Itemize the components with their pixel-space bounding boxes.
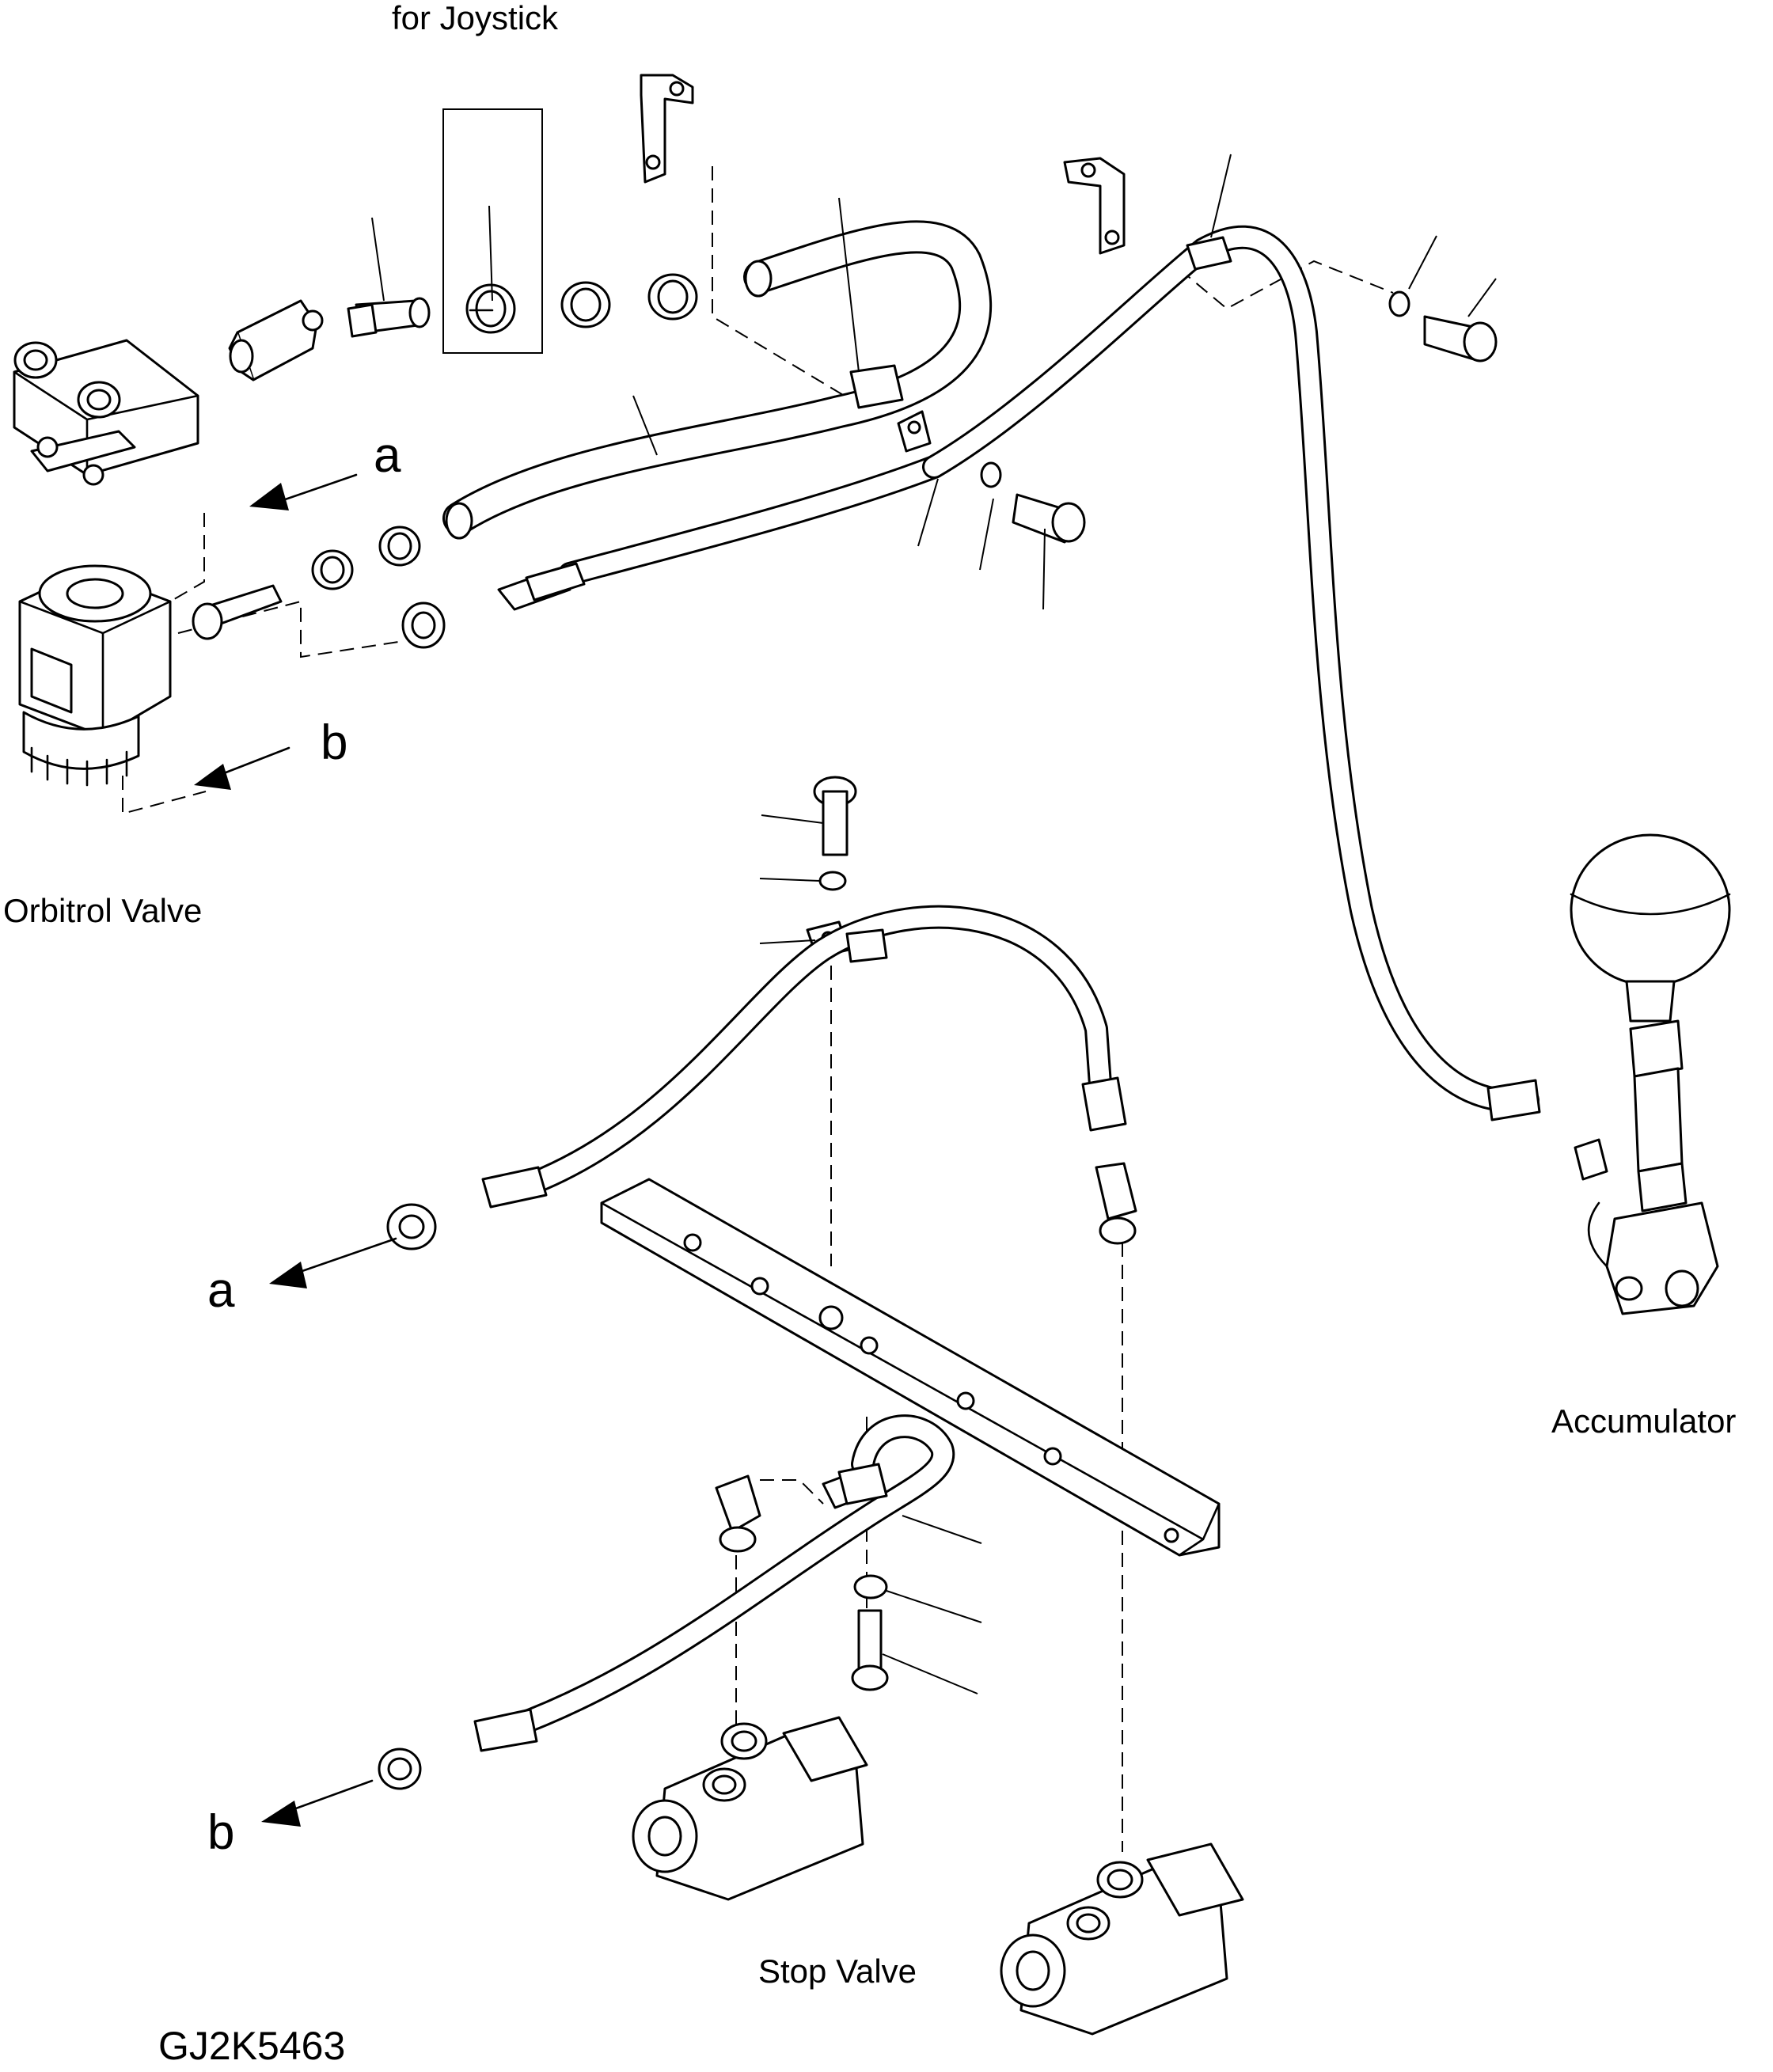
label-accumulator: Accumulator: [1551, 1402, 1737, 1440]
fitting-mid: [1095, 1162, 1137, 1245]
marker-b-bottom: b: [207, 1805, 235, 1860]
orbitrol-valve: [18, 564, 172, 787]
label-stop-valve: Stop Valve: [758, 1952, 917, 1990]
bolt-top-1: [1012, 493, 1086, 544]
adapter-fitting: [228, 299, 324, 381]
fitting-a-bottom: [386, 1203, 437, 1250]
bracket-left: [640, 74, 694, 184]
label-orbitrol-valve: Orbitrol Valve: [3, 892, 203, 929]
fitting-a: [192, 584, 283, 640]
accumulator: [1570, 833, 1731, 1315]
manifold-block: [13, 339, 199, 486]
clamp-pair: [311, 526, 421, 590]
long-hose-accumulator: [922, 225, 1608, 1181]
hose-bottom: [473, 1414, 955, 1752]
leader-lines: [371, 154, 1497, 1694]
fitting-b-bottom: [378, 1748, 422, 1790]
stop-valve-1: [632, 1716, 868, 1901]
marker-a-bottom: a: [207, 1263, 235, 1318]
washer-mid: [818, 871, 847, 891]
bracket-right: [1063, 157, 1126, 255]
elbow-bottom: [715, 1474, 761, 1553]
label-for-joystick: for Joystick: [392, 0, 559, 36]
drawing-code: GJ2K5463: [158, 2024, 346, 2068]
washer-top-2: [1388, 290, 1410, 317]
hose-lower-top: [497, 455, 946, 611]
hose-mid: [481, 905, 1127, 1209]
bolt-bottom: [851, 1609, 889, 1691]
elbow-fitting: [347, 297, 431, 338]
fitting-b: [401, 601, 446, 649]
bolt-mid: [813, 776, 857, 856]
bolt-top-2: [1423, 315, 1498, 362]
hose-clamps-top: [560, 273, 698, 328]
marker-a-top: a: [374, 428, 401, 483]
marker-b-top: b: [321, 715, 348, 770]
hose-upper: [442, 220, 993, 540]
washer-top-1: [980, 461, 1002, 488]
washer-bottom: [853, 1574, 888, 1600]
mounting-rail: [600, 1178, 1221, 1557]
clamp-box: [442, 108, 543, 354]
clip-upper: [897, 410, 932, 453]
stop-valve-2: [1000, 1842, 1244, 2036]
